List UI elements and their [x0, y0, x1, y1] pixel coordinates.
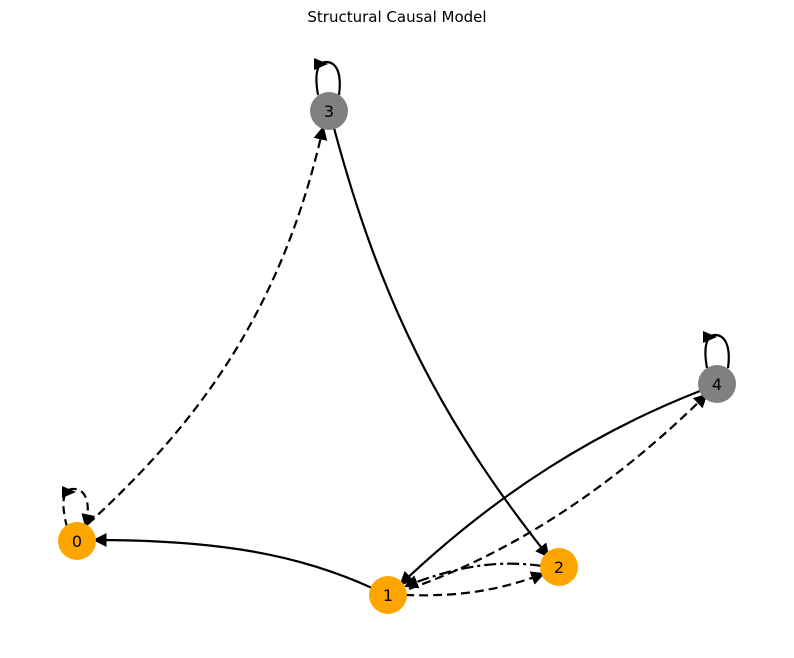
loop-arrowhead-3	[314, 58, 328, 70]
node-2: 2	[540, 548, 578, 586]
edge-4-1	[399, 389, 701, 586]
edge-1-4	[408, 393, 708, 591]
edge-0-0	[62, 487, 96, 529]
loop-arrowhead-0	[62, 486, 76, 498]
edge-2-1	[403, 562, 543, 589]
node-2-label: 2	[554, 558, 564, 577]
node-0-circle	[58, 522, 96, 560]
node-4: 4	[698, 365, 736, 403]
edge-0-3	[87, 125, 328, 525]
node-0: 0	[58, 522, 96, 560]
node-4-label: 4	[712, 375, 722, 394]
node-2-circle	[540, 548, 578, 586]
node-3-circle	[310, 92, 348, 130]
node-1: 1	[369, 576, 407, 614]
loop-arrowhead-4	[703, 331, 717, 343]
edge-1-2	[404, 571, 546, 597]
node-3: 3	[310, 92, 348, 130]
node-0-label: 0	[72, 532, 82, 551]
node-3-label: 3	[324, 102, 334, 121]
edge-4-4	[704, 333, 730, 369]
edge-1-0	[92, 533, 373, 590]
diagram-title: Structural Causal Model	[307, 8, 487, 26]
node-1-label: 1	[383, 586, 393, 605]
edge-3-3	[315, 60, 341, 96]
edge-3-2	[332, 127, 550, 558]
node-4-circle	[698, 365, 736, 403]
node-1-circle	[369, 576, 407, 614]
